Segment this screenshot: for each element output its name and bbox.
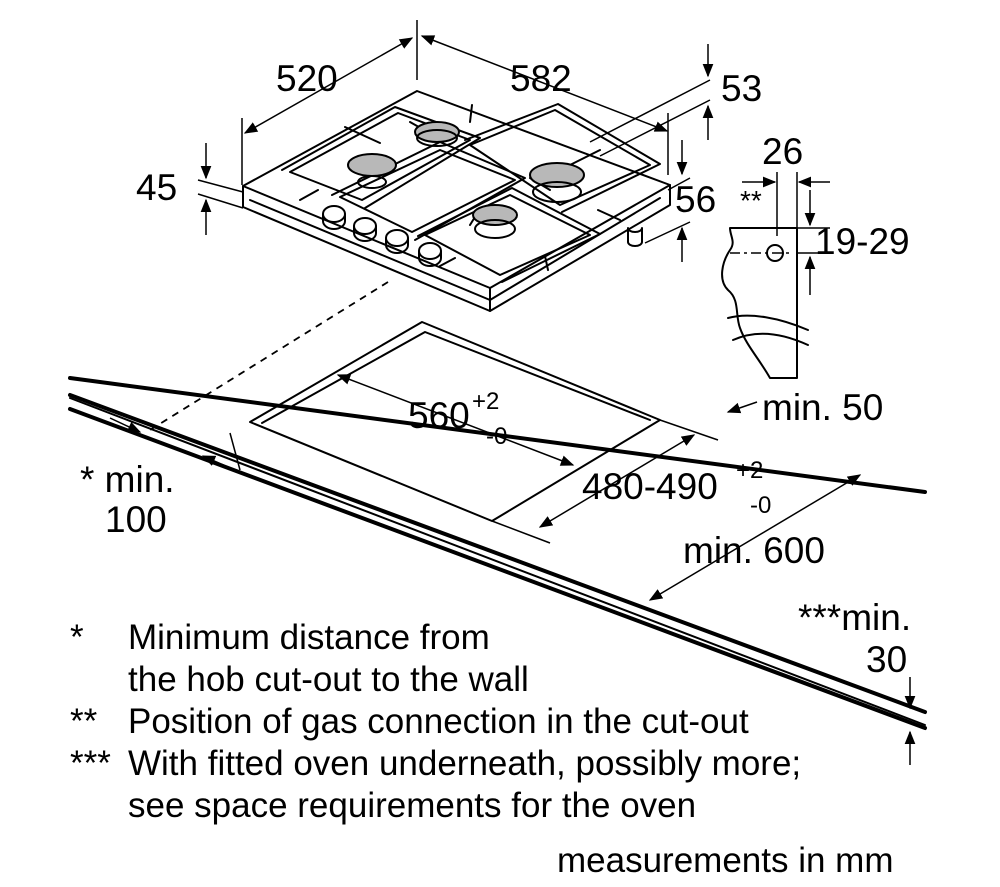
control-knobs	[322, 205, 442, 267]
min-wall-label-line1: * min.	[80, 459, 175, 500]
pan-support-left-front	[339, 149, 516, 233]
footnote-mark: **	[70, 702, 98, 741]
worktop-dimension-lines	[109, 374, 916, 765]
burner-back-right	[529, 162, 585, 203]
units-label: measurements in mm	[557, 841, 894, 880]
burner-front-right	[472, 204, 518, 239]
footnotes: * Minimum distance from the hob cut-out …	[70, 617, 910, 827]
overall-height-label: 56	[675, 179, 716, 220]
hob-height-label: 45	[136, 167, 177, 208]
burner-back-left	[414, 121, 460, 147]
footnote-3: *** With fitted oven underneath, possibl…	[70, 743, 910, 827]
side-offset-label: 26	[762, 131, 803, 172]
footnote-mark: *	[70, 618, 84, 657]
min-worktop-label: min. 600	[683, 530, 825, 571]
top-clearance-label: 53	[721, 68, 762, 109]
gas-mark-label: **	[740, 185, 762, 216]
min-wall-label-line2: 100	[105, 499, 167, 540]
gas-height-label: 19-29	[815, 221, 910, 262]
cutout-depth-tol-plus: +2	[736, 457, 763, 484]
min-below-label-line1: ***min.	[798, 597, 911, 638]
hob-depth-label: 520	[276, 58, 338, 99]
hob-drawing	[242, 90, 671, 312]
burner-front-left	[347, 153, 397, 189]
footnote-text: Minimum distance from	[128, 618, 490, 657]
footnote-text: the hob cut-out to the wall	[128, 660, 529, 699]
cutout-width-tol-minus: -0	[486, 423, 507, 450]
footnote-text: Position of gas connection in the cut-ou…	[128, 702, 749, 741]
cutout-depth-tol-minus: -0	[750, 492, 771, 519]
cutout-depth-label: 480-490	[582, 466, 718, 507]
gas-connector	[627, 227, 643, 247]
cutout-width-tol-plus: +2	[472, 388, 499, 415]
footnote-text: see space requirements for the oven	[128, 786, 697, 825]
hob-width-label: 582	[510, 58, 572, 99]
footnote-1: * Minimum distance from the hob cut-out …	[70, 617, 910, 701]
min-below-label-line2: 30	[866, 639, 907, 680]
footnote-2: ** Position of gas connection in the cut…	[70, 701, 910, 743]
gas-connection-detail	[721, 172, 830, 379]
min-back-label: min. 50	[762, 387, 883, 428]
hob-dimension-lines	[197, 20, 714, 262]
cutout-width-label: 560	[408, 395, 470, 436]
footnote-mark: ***	[70, 744, 111, 783]
footnote-text: With fitted oven underneath, possibly mo…	[128, 744, 802, 783]
